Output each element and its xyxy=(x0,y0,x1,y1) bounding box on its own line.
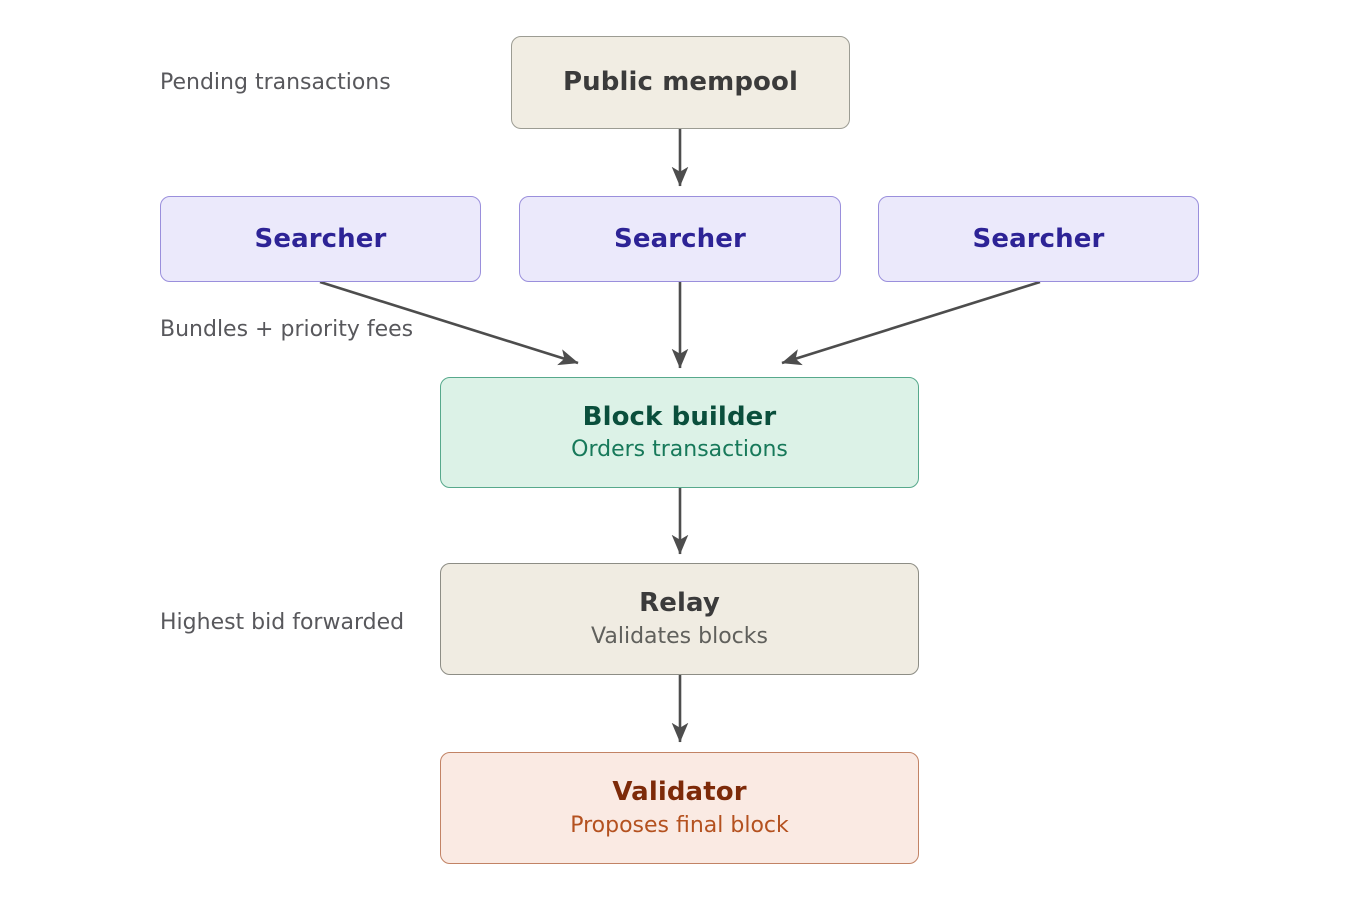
node-subtitle: Proposes final block xyxy=(570,812,789,838)
node-title: Public mempool xyxy=(563,67,798,98)
node-title: Relay xyxy=(639,588,720,619)
node-subtitle: Validates blocks xyxy=(591,623,768,649)
edge-searcher-left-to-builder xyxy=(319,280,579,366)
node-title: Searcher xyxy=(254,223,387,254)
node-title: Searcher xyxy=(614,223,746,254)
node-subtitle: Orders transactions xyxy=(571,437,788,463)
side-label-bundles-priority-fees: Bundles + priority fees xyxy=(160,317,414,342)
edge-searcher-right-to-builder xyxy=(781,280,1041,366)
node-title: Block builder xyxy=(582,401,777,432)
node-title: Validator xyxy=(612,777,747,808)
side-label-pending-transactions: Pending transactions xyxy=(160,70,391,95)
node-validator[interactable]: Validator Proposes final block xyxy=(440,752,919,864)
node-block-builder[interactable]: Block builder Orders transactions xyxy=(440,377,919,488)
node-relay[interactable]: Relay Validates blocks xyxy=(440,563,919,675)
node-title: Searcher xyxy=(972,223,1105,254)
node-searcher-left[interactable]: Searcher xyxy=(160,196,481,282)
node-searcher-right[interactable]: Searcher xyxy=(878,196,1199,282)
node-public-mempool[interactable]: Public mempool xyxy=(511,36,850,129)
node-searcher-center[interactable]: Searcher xyxy=(519,196,841,282)
side-label-highest-bid-forwarded: Highest bid forwarded xyxy=(160,610,405,635)
